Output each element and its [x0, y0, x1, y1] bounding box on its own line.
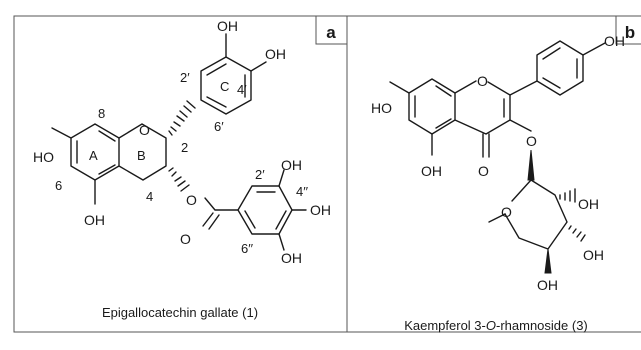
egcg-atom-oh-5pp: OH	[281, 250, 302, 266]
egcg-ring-labels: A B C	[89, 79, 229, 163]
egcg-skeleton	[51, 33, 307, 251]
egcg-atom-oh-3pp: OH	[281, 157, 302, 173]
ring-label-b: B	[137, 148, 146, 163]
panel-b-caption-post: -rhamnoside (3)	[496, 318, 588, 333]
panel-a-letter-box	[315, 16, 347, 45]
egcg-locant-2pp: 2′	[255, 167, 265, 182]
egcg-atom-oh-4pp: OH	[310, 202, 331, 218]
egcg-locant-4: 4	[146, 189, 153, 204]
kaem-atom-oh-3pp: OH	[583, 247, 604, 263]
kaempferol-skeleton	[389, 40, 606, 274]
ring-label-a: A	[89, 148, 98, 163]
egcg-locant-4p: 4′	[237, 82, 247, 97]
egcg-atom-o-ring: O	[139, 122, 150, 138]
kaem-atom-oh-4pp: OH	[537, 277, 558, 293]
kaem-atom-o-sugar-ring: O	[501, 204, 512, 220]
panel-b-caption-pre: Kaempferol 3-	[404, 318, 486, 333]
egcg-locants: 8 6 4 2 2′ 4′ 6′ 2′ 4′′ 6′′	[55, 70, 309, 256]
egcg-atoms: HO OH O O O OH OH OH OH OH	[33, 18, 331, 266]
egcg-atom-o-carbonyl: O	[180, 231, 191, 247]
kaem-atom-o-carbonyl: O	[478, 163, 489, 179]
kaem-atom-o-ring: O	[477, 73, 488, 89]
panel-a: a HO OH O O	[13, 15, 348, 333]
kaem-atom-ho-7: HO	[371, 100, 392, 116]
panel-a-letter: a	[326, 23, 336, 42]
panel-b-letter: b	[625, 23, 635, 42]
kaempferol-atoms: HO OH O O OH O O OH OH OH	[371, 33, 625, 293]
egcg-locant-2p: 2′	[180, 70, 190, 85]
egcg-locant-8: 8	[98, 106, 105, 121]
egcg-atom-oh-3p: OH	[217, 18, 238, 34]
egcg-locant-6pp: 6′′	[241, 241, 254, 256]
egcg-locant-6: 6	[55, 178, 62, 193]
panel-a-caption: Epigallocatechin gallate (1)	[102, 305, 258, 320]
panel-b-letter-box	[615, 16, 641, 45]
panel-a-frame	[13, 15, 348, 333]
kaem-atom-oh-2pp: OH	[578, 196, 599, 212]
egcg-atom-oh-4p: OH	[265, 46, 286, 62]
egcg-locant-2: 2	[181, 140, 188, 155]
egcg-atom-oh-5: OH	[84, 212, 105, 228]
panel-b-caption: Kaempferol 3-O-rhamnoside (3)	[404, 318, 588, 333]
ring-label-c: C	[220, 79, 229, 94]
kaem-atom-oh-4p: OH	[604, 33, 625, 49]
egcg-atom-o-ester: O	[186, 192, 197, 208]
panel-b-frame	[346, 15, 641, 333]
kaem-atom-oh-5: OH	[421, 163, 442, 179]
egcg-locant-4pp: 4′′	[296, 184, 309, 199]
panel-b: b	[346, 15, 641, 333]
panel-b-caption-italic: O	[486, 318, 496, 333]
egcg-locant-6p: 6′	[214, 119, 224, 134]
kaem-atom-o-glycosidic: O	[526, 133, 537, 149]
egcg-atom-ho-7: HO	[33, 149, 54, 165]
